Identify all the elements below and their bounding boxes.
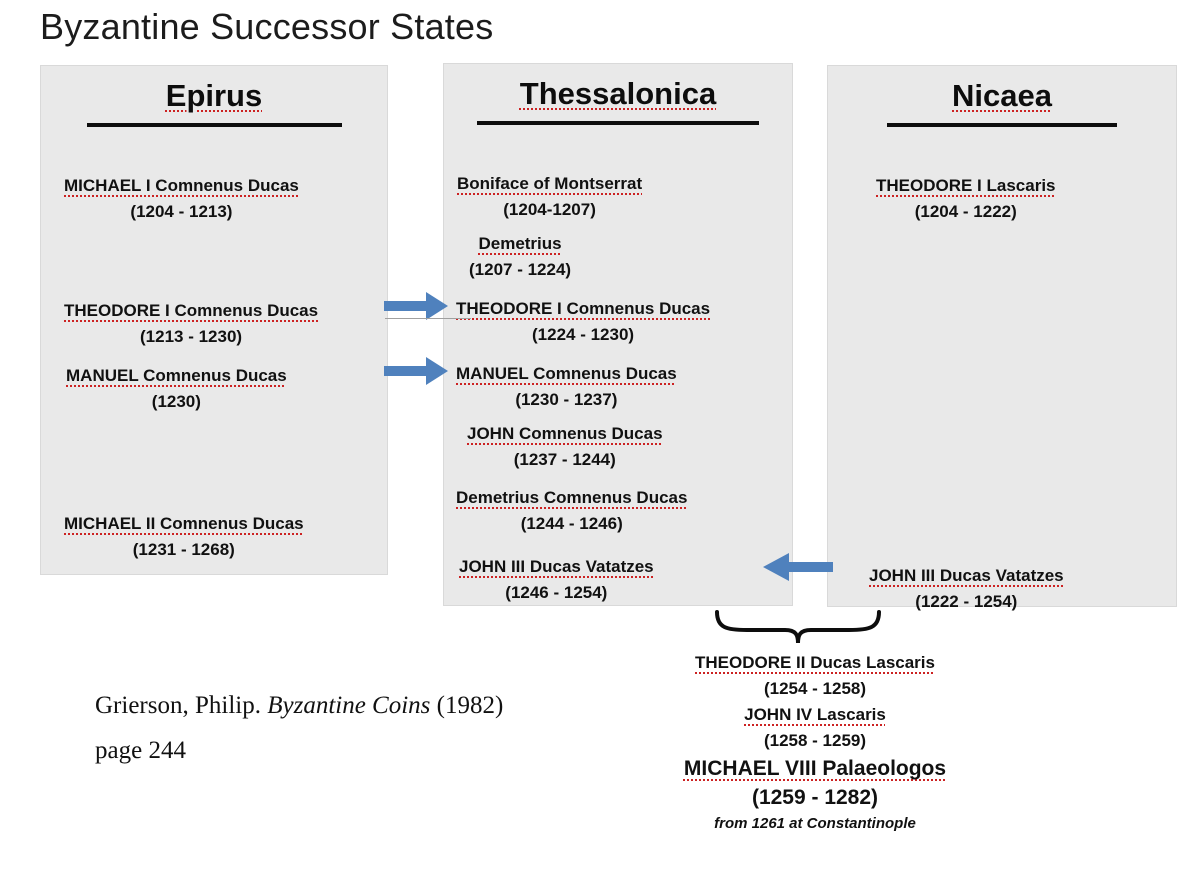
ruler-dates: (1213 - 1230) — [140, 327, 243, 346]
ruler-name: Demetrius — [478, 234, 562, 253]
arrow-john-left-icon — [763, 553, 833, 581]
ruler-dates: (1207 - 1224) — [469, 260, 572, 279]
ruler-name: Boniface of Montserrat — [457, 174, 643, 193]
panel-nicaea: Nicaea THEODORE I Lascaris (1204 - 1222)… — [827, 65, 1177, 611]
ruler-dates: (1231 - 1268) — [132, 540, 235, 559]
panel-thessalonica-underline — [477, 121, 759, 125]
citation-work-title: Byzantine Coins — [267, 692, 431, 719]
ruler-dates: (1246 - 1254) — [505, 583, 608, 602]
panel-epirus: Epirus MICHAEL I Comnenus Ducas (1204 - … — [40, 65, 388, 575]
ruler-dates: (1254 - 1258) — [763, 679, 867, 698]
citation-page: page 244 — [95, 737, 186, 764]
successors-block: THEODORE II Ducas Lascaris (1254 - 1258)… — [625, 650, 1005, 836]
ruler-name: MANUEL Comnenus Ducas — [66, 366, 287, 385]
arrow-manuel-right-icon — [384, 357, 448, 385]
ruler-entry: MANUEL Comnenus Ducas (1230 - 1237) — [456, 361, 677, 413]
ruler-dates: (1230) — [151, 392, 201, 411]
citation-author: Grierson, Philip. — [95, 692, 268, 719]
ruler-name: THEODORE I Comnenus Ducas — [64, 301, 319, 320]
ruler-dates: (1244 - 1246) — [520, 514, 623, 533]
ruler-entry: Demetrius Comnenus Ducas (1244 - 1246) — [456, 485, 687, 537]
panel-nicaea-header: Nicaea — [952, 78, 1052, 113]
ruler-dates: (1258 - 1259) — [763, 731, 867, 750]
ruler-name: JOHN IV Lascaris — [744, 705, 886, 724]
ruler-entry: THEODORE I Comnenus Ducas (1224 - 1230) — [456, 296, 710, 348]
ruler-dates: (1237 - 1244) — [513, 450, 616, 469]
citation-line: Grierson, Philip. Byzantine Coins (1982) — [95, 692, 503, 720]
citation-year: (1982) — [430, 692, 504, 719]
ruler-name: THEODORE I Comnenus Ducas — [456, 299, 711, 318]
ruler-dates: (1204 - 1222) — [914, 202, 1017, 221]
ruler-name: Demetrius Comnenus Ducas — [456, 488, 688, 507]
ruler-entry: Boniface of Montserrat (1204-1207) — [457, 171, 642, 223]
ruler-dates: (1259 - 1282) — [751, 786, 879, 809]
ruler-name: JOHN Comnenus Ducas — [467, 424, 663, 443]
ruler-dates: (1204 - 1213) — [130, 202, 233, 221]
ruler-name: THEODORE I Lascaris — [876, 176, 1056, 195]
panel-thessalonica-header: Thessalonica — [519, 76, 717, 111]
arrow-theodore-right-icon — [384, 292, 448, 320]
ruler-dates: (1222 - 1254) — [915, 592, 1018, 611]
ruler-entry: MICHAEL I Comnenus Ducas (1204 - 1213) — [64, 173, 299, 225]
ruler-name: MANUEL Comnenus Ducas — [456, 364, 677, 383]
ruler-entry: THEODORE I Lascaris (1204 - 1222) — [876, 173, 1056, 225]
ruler-name: MICHAEL VIII Palaeologos — [683, 757, 947, 780]
ruler-dates: (1204-1207) — [503, 200, 596, 219]
ruler-name: MICHAEL I Comnenus Ducas — [64, 176, 299, 195]
panel-epirus-header: Epirus — [165, 78, 263, 113]
ruler-entry: MICHAEL II Comnenus Ducas (1231 - 1268) — [64, 511, 304, 563]
connector-line — [385, 318, 471, 319]
ruler-dates: (1224 - 1230) — [532, 325, 635, 344]
panel-thessalonica: Thessalonica Boniface of Montserrat (120… — [443, 63, 793, 606]
page-title: Byzantine Successor States — [40, 6, 494, 47]
ruler-entry: THEODORE I Comnenus Ducas (1213 - 1230) — [64, 298, 318, 350]
ruler-name: JOHN III Ducas Vatatzes — [459, 557, 654, 576]
ruler-entry: JOHN Comnenus Ducas (1237 - 1244) — [467, 421, 663, 473]
successors-note: from 1261 at Constantinople — [714, 815, 916, 832]
panel-epirus-underline — [86, 123, 342, 127]
ruler-entry: MANUEL Comnenus Ducas (1230) — [66, 363, 287, 415]
citation: Grierson, Philip. Byzantine Coins (1982)… — [95, 692, 503, 765]
ruler-name: JOHN III Ducas Vatatzes — [869, 566, 1064, 585]
ruler-entry: JOHN III Ducas Vatatzes (1246 - 1254) — [459, 554, 654, 606]
ruler-name: THEODORE II Ducas Lascaris — [695, 653, 935, 672]
ruler-entry: Demetrius (1207 - 1224) — [469, 231, 571, 283]
ruler-name: MICHAEL II Comnenus Ducas — [64, 514, 304, 533]
ruler-entry: JOHN III Ducas Vatatzes (1222 - 1254) — [869, 563, 1064, 615]
curly-brace-icon — [715, 610, 881, 644]
panel-nicaea-underline — [887, 123, 1117, 127]
ruler-dates: (1230 - 1237) — [515, 390, 618, 409]
